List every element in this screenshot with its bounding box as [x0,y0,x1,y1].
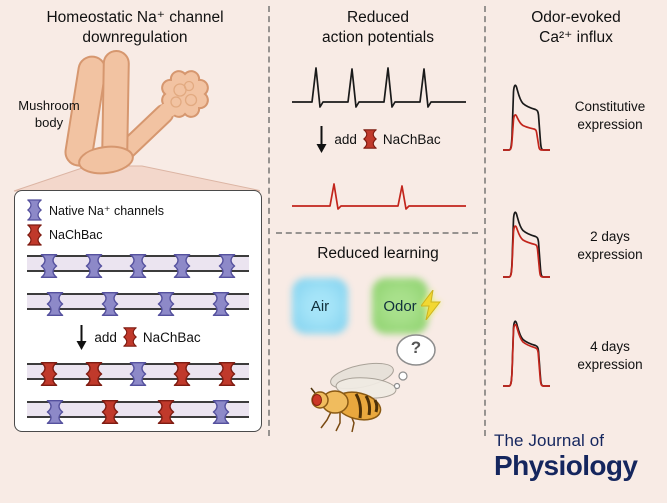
native-channel-icon [218,253,236,279]
mushroom-body-label: Mushroom body [18,98,80,130]
membrane-after-1 [27,361,249,386]
divider-left [268,6,270,436]
legend-nachbac-row: NaChBac [27,224,103,246]
thought-bubble-icon [393,334,436,390]
down-arrow-icon [76,325,87,350]
calcium-trace-constitutive [503,84,550,151]
native-channel-icon [85,253,102,279]
native-channel-icon [129,361,147,387]
mushroom-body-illustration [13,50,260,192]
native-channel-icon [157,291,175,317]
odor-label: Odor [383,297,417,315]
native-channel-icon [46,399,64,425]
calcium-trace-2days [503,211,550,278]
zoom-funnel [13,165,260,192]
learning-panel-title: Reduced learning [317,245,439,262]
nachbac-channel-icon [174,361,191,387]
divider-right [484,6,486,436]
nachbac-channel-icon [27,224,42,246]
native-channel-icon [27,199,42,221]
membrane-before-1 [27,253,249,278]
nachbac-channel-icon [85,361,102,387]
native-channel-icon [40,253,58,279]
trace-label-constitutive: Constitutive expression [574,99,646,132]
native-channel-icon [129,253,147,279]
odor-stimulus-square [372,278,428,334]
trace-label-4days: 4 days expression [577,339,643,372]
lightning-icon [421,290,441,320]
native-channel-icon [46,291,64,317]
question-mark: ? [410,338,422,357]
calcium-panel-title: Odor-evoked Ca²⁺ influx [531,9,621,47]
native-channel-icon [212,291,230,317]
channel-zoom-box: Native Na⁺ channels NaChBac add NaChBac [14,190,262,432]
fly-eye [312,394,322,406]
add-label: add [334,131,357,147]
nachbac-channel-icon [157,399,175,425]
membrane-after-2 [27,399,249,424]
fly-illustration [310,362,397,433]
calcium-trace-4days [503,320,550,387]
air-label: Air [310,297,330,315]
journal-logo: The Journal of Physiology [494,431,638,482]
nachbac-channel-icon [101,399,119,425]
nachbac-channel-icon [123,327,137,347]
add-channel-label: NaChBac [142,329,201,345]
legend-native-label: Native Na⁺ channels [49,203,164,218]
legend-nachbac-label: NaChBac [49,228,103,242]
control-action-potential-trace [292,67,466,108]
nachbac-channel-icon [218,361,236,387]
journal-logo-line1: The Journal of [494,431,605,450]
nachbac-action-potential-trace [292,183,466,210]
journal-logo-line2: Physiology [494,450,638,481]
divider-middle [276,232,478,234]
add-nachbac-row-ap: add NaChBac [276,124,480,154]
native-channel-icon [101,291,119,317]
left-panel-title: Homeostatic Na⁺ channel downregulation [46,9,224,47]
native-channel-icon [212,399,230,425]
add-label: add [94,329,117,345]
thought-bubble: ? [388,330,438,392]
trace-label-2days: 2 days expression [577,229,643,262]
membrane-before-2 [27,291,249,316]
native-channel-icon [174,253,191,279]
air-stimulus-square [292,278,348,334]
add-nachbac-row: add NaChBac [15,323,261,351]
nachbac-channel-icon [40,361,58,387]
nachbac-channel-icon [363,129,377,149]
add-channel-label: NaChBac [382,131,441,147]
legend-native-row: Native Na⁺ channels [27,199,164,221]
down-arrow-icon [316,126,327,153]
ap-panel-title: Reduced action potentials [321,9,435,47]
